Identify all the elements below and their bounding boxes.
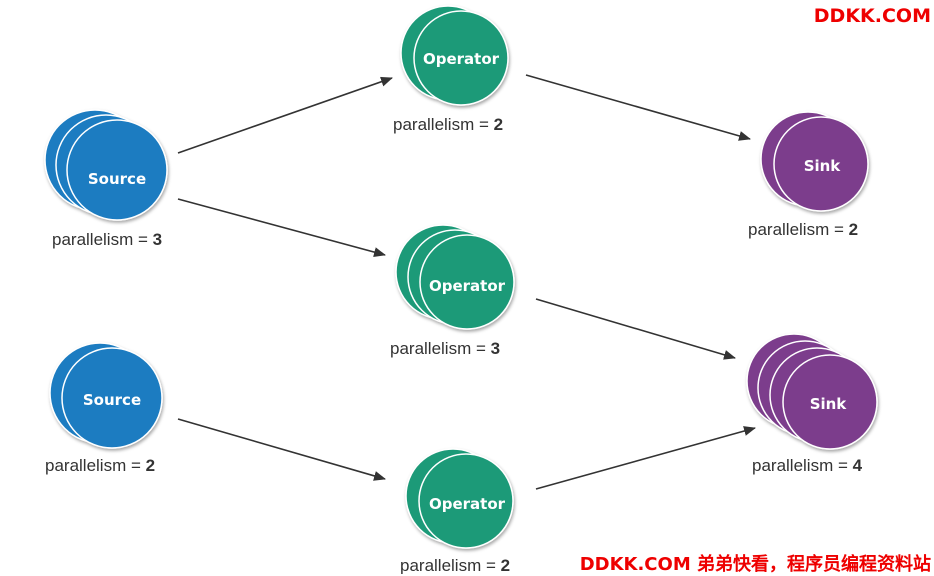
edges xyxy=(177,74,756,490)
parallelism-prefix: parallelism = xyxy=(52,230,153,249)
edge-source1-operator2 xyxy=(177,198,386,257)
parallelism-prefix: parallelism = xyxy=(45,456,146,475)
operator-parallelism: parallelism = 2 xyxy=(393,115,503,134)
source-label: Source xyxy=(88,170,146,188)
parallelism-value: 2 xyxy=(849,220,858,239)
parallelism-value: 2 xyxy=(501,556,510,574)
sink-node-1 xyxy=(760,111,869,212)
source-node-1 xyxy=(44,109,168,221)
source-parallelism: parallelism = 2 xyxy=(45,456,155,475)
operator-label: Operator xyxy=(423,50,500,68)
parallelism-value: 2 xyxy=(494,115,503,134)
sink-label: Sink xyxy=(804,157,842,175)
watermark-bottom: DDKK.COM 弟弟快看，程序员编程资料站 xyxy=(579,554,931,575)
edge-operator1-sink1 xyxy=(525,74,751,141)
operator-node-2 xyxy=(395,224,515,330)
sink-instance xyxy=(782,354,878,450)
parallelism-value: 3 xyxy=(153,230,162,249)
source-instance xyxy=(66,119,168,221)
source-label: Source xyxy=(83,391,141,409)
source-node-2 xyxy=(49,342,163,449)
sink-instance xyxy=(773,116,869,212)
sink-node-2 xyxy=(746,333,878,450)
source-parallelism: parallelism = 3 xyxy=(52,230,162,249)
sink-label: Sink xyxy=(810,395,848,413)
parallelism-value: 2 xyxy=(146,456,155,475)
operator-instance xyxy=(413,10,509,106)
parallelism-value: 4 xyxy=(853,456,863,475)
parallelism-prefix: parallelism = xyxy=(390,339,491,358)
operator-node-3 xyxy=(405,448,514,549)
parallelism-prefix: parallelism = xyxy=(393,115,494,134)
parallelism-prefix: parallelism = xyxy=(752,456,853,475)
parallelism-value: 3 xyxy=(491,339,500,358)
operator-parallelism: parallelism = 3 xyxy=(390,339,500,358)
edge-source1-operator1 xyxy=(177,76,393,154)
operator-label: Operator xyxy=(429,277,506,295)
operator-node-1 xyxy=(400,5,509,106)
operator-instance xyxy=(418,453,514,549)
sink-parallelism: parallelism = 4 xyxy=(752,456,863,475)
operator-parallelism: parallelism = 2 xyxy=(400,556,510,574)
parallelism-prefix: parallelism = xyxy=(748,220,849,239)
operator-instance xyxy=(419,234,515,330)
watermark-top: DDKK.COM xyxy=(813,5,931,27)
operator-label: Operator xyxy=(429,495,506,513)
sink-parallelism: parallelism = 2 xyxy=(748,220,858,239)
edge-source2-operator3 xyxy=(177,418,386,481)
source-instance xyxy=(61,347,163,449)
edge-operator2-sink2 xyxy=(535,298,736,360)
edge-operator3-sink2 xyxy=(535,426,756,490)
parallelism-prefix: parallelism = xyxy=(400,556,501,574)
